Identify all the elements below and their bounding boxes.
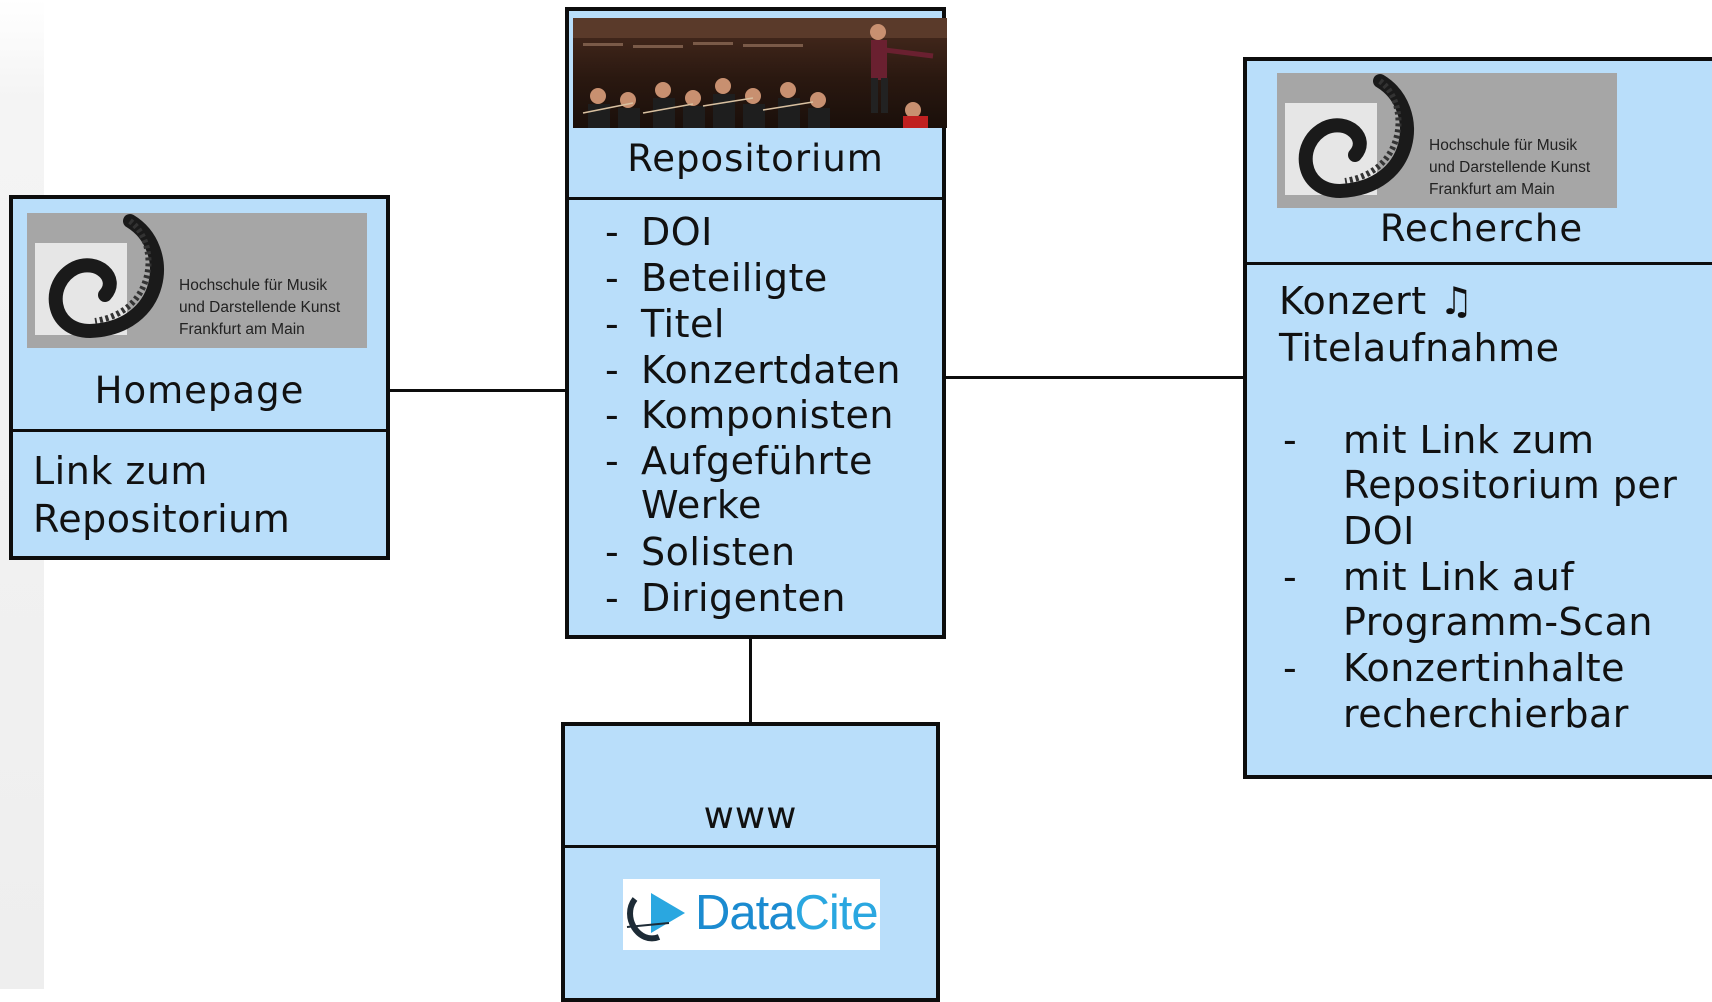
repository-item-beteiligte: Beteiligte (641, 256, 828, 300)
list-bullet: - (605, 348, 619, 392)
research-item-line-5: Programm-Scan (1343, 600, 1653, 644)
research-box: Hochschule für Musik und Darstellende Ku… (1243, 57, 1712, 779)
www-box: www DataCite (561, 722, 940, 1002)
research-intro-line-2: Titelaufnahme (1279, 326, 1560, 370)
repository-item-titel: Titel (641, 302, 725, 346)
datacite-text-data: Data (695, 886, 796, 940)
repository-item-dirigenten: Dirigenten (641, 576, 846, 620)
repository-item-aufgefuehrte: Aufgeführte (641, 439, 873, 483)
datacite-text-cite: Cite (794, 886, 879, 940)
connector-homepage-repository (388, 389, 568, 392)
list-bullet: - (605, 393, 619, 437)
repository-item-komponisten: Komponisten (641, 393, 894, 437)
orchestra-image (573, 18, 947, 128)
list-bullet: - (1283, 418, 1297, 462)
datacite-mark-icon (626, 893, 685, 942)
list-bullet: - (1283, 555, 1297, 599)
research-item-line-7: recherchierbar (1343, 692, 1629, 736)
research-item-line-1: mit Link zum (1343, 418, 1595, 462)
logo-line-3: Frankfurt am Main (1429, 181, 1555, 198)
research-item-line-4: mit Link auf (1343, 555, 1575, 599)
list-bullet: - (1283, 646, 1297, 690)
repository-item-doi: DOI (641, 210, 713, 254)
list-bullet: - (605, 256, 619, 300)
research-item-line-6: Konzertinhalte (1343, 646, 1626, 690)
repository-item-werke: Werke (641, 483, 762, 527)
research-item-line-3: DOI (1343, 509, 1415, 553)
hfmdk-logo-research: Hochschule für Musik und Darstellende Ku… (1277, 73, 1617, 208)
homepage-body-line-1: Link zum (33, 449, 208, 493)
connector-repository-www (749, 637, 752, 725)
logo-line-2: und Darstellende Kunst (179, 299, 341, 316)
homepage-title: Homepage (94, 369, 305, 412)
homepage-box: Hochschule für Musik und Darstellende Ku… (9, 195, 390, 560)
repository-item-konzertdaten: Konzertdaten (641, 348, 901, 392)
research-divider (1247, 262, 1712, 265)
connector-repository-research (946, 376, 1249, 379)
repository-box: Repositorium - DOI - Beteiligte - Titel … (565, 7, 947, 639)
research-title: Recherche (1379, 207, 1584, 250)
www-divider (565, 845, 936, 848)
logo-line-3: Frankfurt am Main (179, 321, 305, 338)
hfmdk-swirl-icon (1298, 74, 1414, 199)
research-item-line-2: Repositorium per (1343, 463, 1678, 507)
list-bullet: - (605, 530, 619, 574)
list-bullet: - (605, 210, 619, 254)
list-bullet: - (605, 302, 619, 346)
logo-line-2: und Darstellende Kunst (1429, 159, 1591, 176)
list-bullet: - (605, 439, 619, 483)
research-intro-line-1: Konzert ♫ (1279, 279, 1474, 323)
datacite-wordmark: DataCite (695, 885, 879, 941)
hfmdk-logo: Hochschule für Musik und Darstellende Ku… (27, 213, 367, 348)
www-title: www (703, 794, 798, 837)
repository-divider (569, 197, 942, 200)
homepage-body-line-2: Repositorium (33, 497, 291, 541)
datacite-logo: DataCite (623, 879, 880, 950)
logo-line-1: Hochschule für Musik (1429, 137, 1578, 154)
list-bullet: - (605, 576, 619, 620)
logo-line-1: Hochschule für Musik (179, 277, 328, 294)
repository-title: Repositorium (627, 137, 884, 180)
hfmdk-swirl-icon (48, 214, 164, 339)
orchestra-photo (573, 18, 947, 128)
homepage-divider (13, 429, 386, 432)
repository-item-solisten: Solisten (641, 530, 796, 574)
